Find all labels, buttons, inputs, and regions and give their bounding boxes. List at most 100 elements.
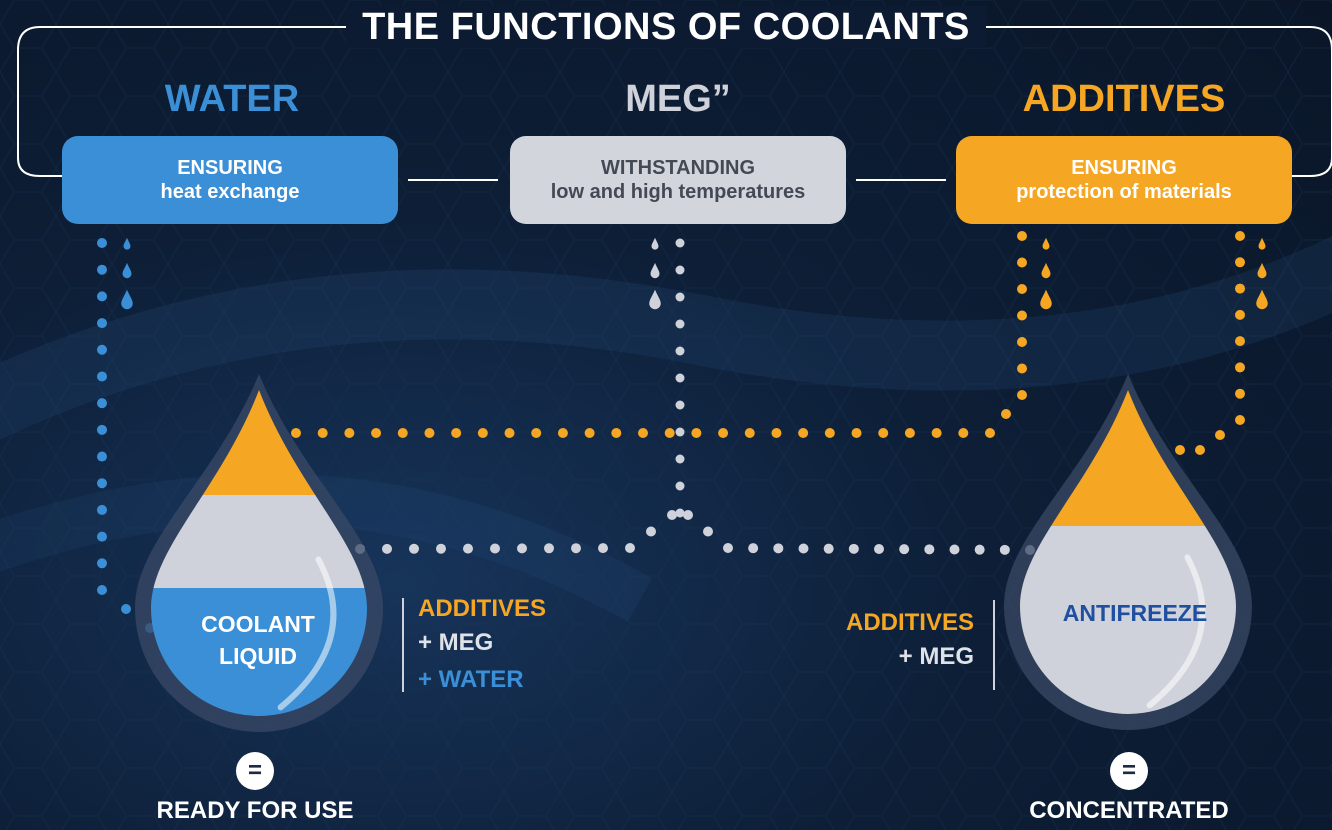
box-meg-line1: WITHSTANDING [600,157,756,179]
connector-dot-meg [703,526,713,537]
connector-dot-meg [675,481,685,491]
connector-dot-water [97,398,107,409]
connector-dot-additives [397,428,408,438]
droplet-meg [650,262,660,279]
connector-dot-meg [773,543,784,554]
droplet-additives [1258,237,1266,250]
connector-dot-additives [851,428,862,438]
connector-dot-meg [848,543,859,554]
coolant-label-line1: COOLANT [201,611,315,637]
connector-dot-meg [646,526,656,537]
connector-dot-water [97,344,107,355]
connector-dot-additives [1017,363,1027,374]
connector-dot-additives [1235,415,1245,425]
connector-dot-meg [675,292,685,302]
connector-dot-additives [531,428,542,438]
connector-dot-additives [1017,337,1027,347]
formula-left-water: + WATER [418,666,524,693]
coolant-drop-highlight [277,556,337,711]
connector-dot-meg [999,544,1010,555]
antifreeze-label: ANTIFREEZE [1062,600,1208,626]
connector-dot-additives [824,428,835,438]
box-additives-line2: protection of materials [1016,181,1232,203]
connector-dot-additives [317,428,328,438]
connector-dot-additives [1235,388,1245,399]
connector-dot-meg [683,510,693,520]
droplet-additives [1040,289,1052,310]
formula-right-additives: ADDITIVES [845,609,974,636]
droplet-additives [1257,262,1267,279]
connector-dot-meg [675,319,685,329]
connector-dot-additives [718,428,729,438]
connector-dot-additives [424,428,435,438]
connector-dot-meg [667,510,677,520]
formula-left: ADDITIVES + MEG + WATER [418,590,546,702]
connector-dot-additives [985,428,995,438]
connector-dot-meg [675,373,685,383]
connector-dot-additives [371,428,382,438]
connector-dot-meg [949,544,960,555]
connector-dot-additives [1017,257,1027,268]
connector-dot-additives [931,428,942,438]
connector-dot-meg [463,543,473,554]
formula-right-meg: + MEG [898,643,974,670]
connector-dot-additives [878,428,889,438]
formula-right: ADDITIVES + MEG [760,604,974,672]
connector-dot-additives [557,428,568,438]
connector-dot-meg [625,543,635,553]
connector-dot-water [97,318,107,329]
connector-dot-additives [584,428,595,438]
coolant-liquid-label: COOLANT LIQUID [178,608,338,672]
connector-dot-water [97,585,107,595]
connector-dot-water [97,264,107,275]
connector-dot-additives [1235,336,1245,347]
connector-dot-additives [744,428,755,438]
droplet-additives [1042,237,1050,250]
connector-dot-additives [1235,309,1245,320]
connector-dot-meg [675,427,685,437]
result-ready-for-use: READY FOR USE [156,797,354,824]
frame-left [17,26,410,177]
connector-dot-meg [675,346,685,356]
connector-dot-additives [1235,257,1245,268]
connector-dot-additives [1215,430,1225,440]
droplet-additives [1041,262,1051,279]
box-water: ENSURING heat exchange [62,136,398,224]
box-additives: ENSURING protection of materials [956,136,1292,224]
connector-dot-meg [675,508,685,518]
connector-dot-meg [544,543,554,554]
heading-meg: MEG” [625,78,731,120]
connector-dot-additives [958,428,969,438]
frame-right [945,26,1332,177]
connector-dot-meg [409,543,419,554]
box-additives-line1: ENSURING [1071,157,1177,179]
connector-dot-water [97,424,107,435]
connector-dot-additives [1235,283,1245,294]
connector-dot-meg [517,543,527,554]
connector-dot-meg [382,543,392,554]
connector-dot-additives [477,428,488,438]
connector-dot-meg [675,265,685,275]
connector-dot-additives [1017,284,1027,294]
connector-dot-meg [675,238,685,248]
connector-dot-additives [1017,310,1027,321]
background-swoosh [0,235,1332,440]
connector-dot-meg [823,543,834,554]
connector-dot-additives [1017,231,1027,241]
connector-dot-additives [504,428,515,438]
connector-dot-additives [291,428,301,438]
connector-dot-meg [924,544,935,555]
connector-dot-additives [344,428,355,438]
coolant-label-line2: LIQUID [219,643,297,669]
connector-dot-additives [691,428,702,438]
connector-dot-additives [771,428,782,438]
heading-water: WATER [164,78,300,120]
connector-dot-water [97,238,107,248]
connector-dot-water [97,531,107,542]
connector-dot-water [97,478,107,489]
connector-dot-additives [664,428,675,438]
box-meg-line2: low and high temperatures [550,181,806,203]
connector-dot-meg [598,543,608,554]
connector-dot-water [97,371,107,382]
